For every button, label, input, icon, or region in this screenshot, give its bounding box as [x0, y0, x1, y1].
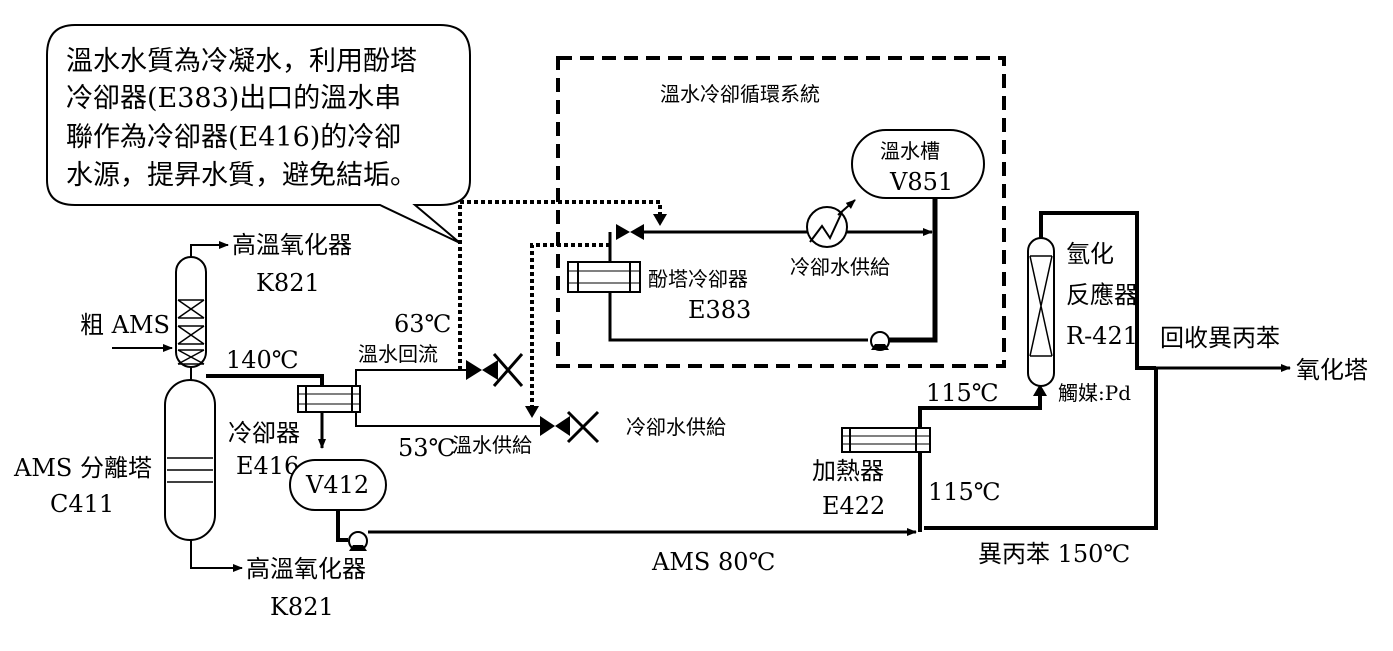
pump-to-e383-line: [608, 291, 868, 342]
heater-out-temp: 115℃: [926, 379, 999, 407]
drum-tag: V412: [305, 471, 369, 499]
reactor-catalyst: 觸媒:Pd: [1058, 381, 1131, 405]
phenol-cooler-name: 酚塔冷卻器: [648, 267, 748, 291]
cooler-name: 冷卻器: [228, 419, 300, 447]
drum-to-pump-line: [336, 510, 348, 542]
recycle-cumene-line: [924, 368, 1158, 530]
reactor-name-1: 氫化: [1066, 240, 1114, 268]
top-dest-tag: K821: [256, 269, 320, 297]
phenol-cooler-tag: E383: [688, 296, 751, 324]
dotted-supply-arrow: [525, 406, 539, 418]
cooling-supply-label: 冷卻水供給: [790, 255, 890, 279]
reactor-r421: [1027, 237, 1055, 387]
overhead-temp: 140℃: [226, 346, 299, 374]
supply-temp: 53℃: [398, 434, 455, 462]
warm-water-return-line: [355, 369, 466, 386]
column-name: AMS 分離塔: [13, 454, 152, 482]
dotted-return-arrow: [653, 214, 667, 226]
callout-line-3: 聯作為冷卻器(E416)的冷卻: [66, 122, 401, 153]
system-title: 溫水冷卻循環系統: [660, 82, 820, 106]
callout-bubble: 溫水水質為冷凝水，利用酚塔 冷卻器(E383)出口的溫水串 聯作為冷卻器(E41…: [46, 24, 471, 244]
reactor-inlet-arrow: [1033, 384, 1047, 396]
cooler-e416: [297, 385, 361, 413]
supply-label: 溫水供給: [452, 433, 532, 457]
return-label: 溫水回流: [358, 342, 438, 366]
tank-name: 溫水槽: [880, 139, 940, 163]
column-tag: C411: [50, 490, 114, 518]
loop-pump-icon: [870, 331, 890, 351]
recycle-bottom-label: 異丙苯 150℃: [978, 540, 1130, 568]
heater-to-reactor-line: [918, 392, 1042, 428]
dotted-return-line: [458, 200, 662, 370]
cw-supply-label: 冷卻水供給: [626, 415, 726, 439]
recycle-dest: 氧化塔: [1296, 356, 1368, 384]
warm-water-supply-line: [355, 412, 540, 427]
return-closed-valve-icon: [492, 353, 524, 387]
callout-line-2: 冷卻器(E383)出口的溫水串: [66, 83, 401, 114]
cooling-system-boundary: [556, 56, 1006, 368]
ams-line-label: AMS 80℃: [651, 548, 775, 576]
overhead-line: [206, 374, 324, 386]
supply-valve-icon: [540, 416, 570, 436]
top-outlet-line: [190, 241, 229, 257]
heater-name: 加熱器: [812, 457, 884, 485]
reactor-tag: R-421: [1066, 322, 1138, 350]
heater-in-temp: 115℃: [928, 478, 1001, 506]
tank-outlet-line: [888, 198, 938, 343]
cooler-tag: E416: [236, 452, 299, 480]
return-valve-icon: [466, 360, 498, 380]
ams-column-c411: [164, 256, 216, 541]
recycle-label: 回收異丙苯: [1160, 324, 1280, 352]
drum-v412: V412: [289, 459, 387, 511]
warm-water-tank: 溫水槽 V851: [851, 129, 985, 199]
reactor-outlet-line: [1039, 211, 1156, 370]
ams-pump-icon: [348, 531, 368, 551]
heater-tag: E422: [822, 492, 885, 520]
feed-label: 粗 AMS: [80, 311, 170, 339]
cooling-water-exchanger-icon: [806, 199, 856, 248]
bottom-dest-name: 高溫氧化器: [246, 555, 366, 583]
dotted-supply-line: [530, 243, 610, 410]
return-temp: 63℃: [394, 310, 451, 338]
tank-tag: V851: [889, 168, 953, 196]
loop-valve-icon: [616, 224, 644, 240]
heater-e422: [841, 427, 931, 453]
top-dest-name: 高溫氧化器: [232, 231, 352, 259]
callout-line-1: 溫水水質為冷凝水，利用酚塔: [66, 46, 417, 77]
supply-closed-valve-icon: [566, 410, 600, 444]
reactor-name-2: 反應器: [1066, 281, 1138, 309]
phenol-cooler-e383: [567, 261, 641, 293]
bottom-outlet-line: [190, 540, 243, 572]
bottom-dest-tag: K821: [270, 593, 334, 621]
callout-line-4: 水源，提昇水質，避免結垢。: [66, 160, 417, 191]
